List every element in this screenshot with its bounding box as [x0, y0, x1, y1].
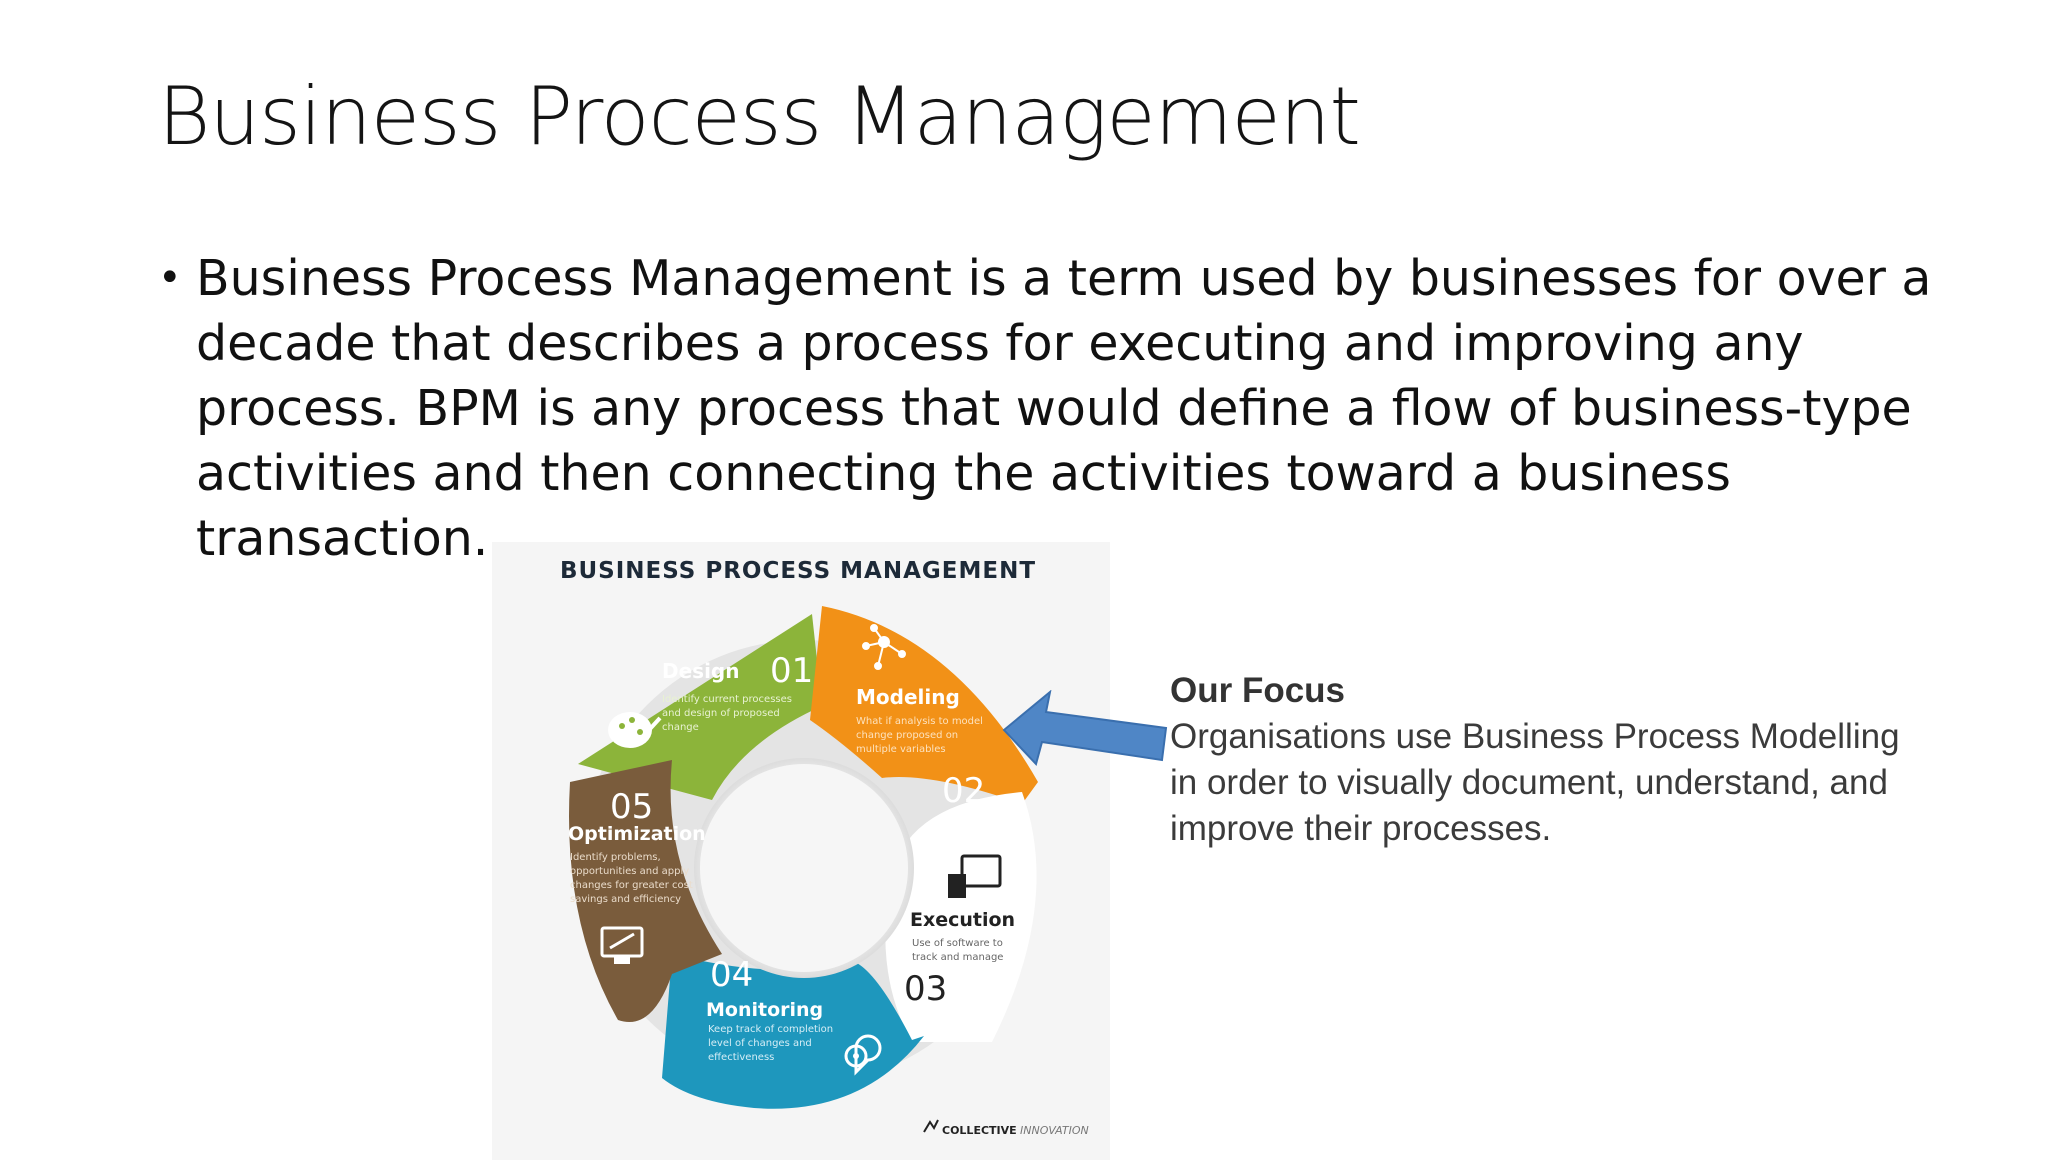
bullet-line: process. BPM is any process that would d…: [196, 380, 1912, 437]
stage-design-desc: and design of proposed: [662, 708, 780, 719]
bullet-line: transaction.: [196, 510, 489, 567]
stage-optimization-desc: opportunities and apply: [570, 866, 689, 877]
stage-monitoring-name: Monitoring: [706, 999, 823, 1021]
network-icon: [862, 624, 906, 670]
stage-design-name: Design: [662, 659, 739, 683]
stage-design-number: 01: [770, 651, 813, 691]
stage-modeling-desc: multiple variables: [856, 744, 946, 755]
bpm-cycle-figure: BUSINESS PROCESS MANAGEMENT Design 01 Id…: [492, 542, 1110, 1160]
focus-line: Organisations use Business Process Model…: [1170, 717, 1900, 756]
stage-execution-number: 03: [904, 969, 947, 1009]
bullet-line: decade that describes a process for exec…: [196, 315, 1804, 372]
callout-arrow-icon: [1002, 690, 1168, 766]
stage-optimization-number: 05: [610, 787, 653, 827]
bpm-cycle-graphic: BUSINESS PROCESS MANAGEMENT Design 01 Id…: [560, 558, 1089, 1137]
stage-optimization-desc: savings and efficiency: [570, 894, 681, 905]
stage-modeling-name: Modeling: [856, 685, 960, 709]
logo-text-bold: COLLECTIVE: [942, 1124, 1017, 1137]
stage-monitoring-desc: effectiveness: [708, 1052, 774, 1063]
focus-line: in order to visually document, understan…: [1170, 763, 1888, 802]
slide-title: Business Process Management: [158, 70, 1361, 163]
stage-execution-desc: track and manage: [912, 952, 1003, 963]
stage-optimization-name: Optimization: [568, 823, 706, 845]
stage-optimization-desc: changes for greater cost: [570, 880, 693, 891]
stage-monitoring-desc: Keep track of completion: [708, 1024, 833, 1035]
segment-design: [578, 614, 822, 800]
segment-modeling: [810, 606, 1038, 804]
figure-title: BUSINESS PROCESS MANAGEMENT: [560, 558, 1036, 584]
screen-tools-icon: [600, 926, 644, 964]
focus-heading: Our Focus: [1170, 671, 1346, 710]
stage-monitoring-desc: level of changes and: [708, 1038, 812, 1049]
monitor-hand-icon: [948, 854, 1002, 898]
stage-modeling-desc: What if analysis to model: [856, 716, 983, 727]
stage-modeling-desc: change proposed on: [856, 730, 958, 741]
stage-design-desc: change: [662, 722, 699, 733]
palette-icon: [608, 712, 662, 748]
collective-innovation-logo: COLLECTIVE INNOVATION: [923, 1119, 1089, 1137]
bullet-line: activities and then connecting the activ…: [196, 445, 1731, 502]
stage-design-desc: Identify current processes: [662, 694, 792, 705]
stage-monitoring-number: 04: [710, 955, 753, 995]
segment-execution: [885, 792, 1037, 1042]
location-pin-icon: [844, 1034, 882, 1076]
stage-execution-desc: Use of software to: [912, 938, 1003, 949]
bullet-dot: •: [158, 255, 182, 301]
bullet-line: Business Process Management is a term us…: [196, 250, 1932, 307]
focus-textbox: Our Focus Organisations use Business Pro…: [1170, 668, 1900, 852]
stage-optimization-desc: Identify problems,: [570, 852, 661, 863]
stage-modeling-number: 02: [942, 771, 985, 811]
focus-line: improve their processes.: [1170, 809, 1552, 848]
logo-text-italic: INNOVATION: [1020, 1124, 1089, 1137]
stage-execution-name: Execution: [910, 909, 1015, 931]
